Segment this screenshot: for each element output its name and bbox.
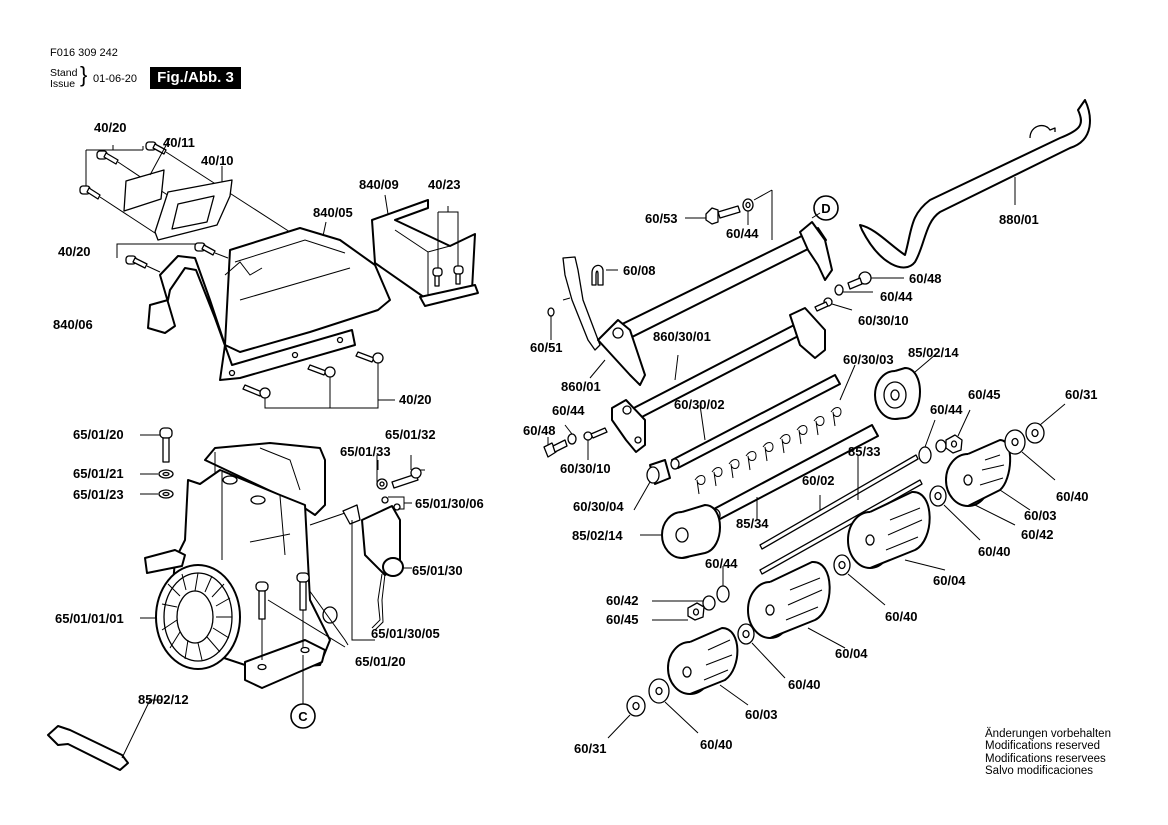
part-label: 60/08 xyxy=(623,263,656,278)
part-label: 60/40 xyxy=(978,544,1011,559)
callout-d-letter: D xyxy=(821,201,830,216)
part-label: 40/10 xyxy=(201,153,234,168)
part-label: 60/30/10 xyxy=(560,461,611,476)
part-label: 85/02/12 xyxy=(138,692,189,707)
part-label: 85/33 xyxy=(848,444,881,459)
part-label: 40/20 xyxy=(94,120,127,135)
note-es: Salvo modificaciones xyxy=(985,765,1094,778)
callout-c-letter: C xyxy=(298,709,308,724)
part-label: 860/30/01 xyxy=(653,329,711,344)
part-label: 60/44 xyxy=(726,226,759,241)
part-label: 60/02 xyxy=(802,473,835,488)
part-label: 60/44 xyxy=(930,402,963,417)
part-label: 60/30/03 xyxy=(843,352,894,367)
part-label: 60/30/02 xyxy=(674,397,725,412)
part-label: 85/34 xyxy=(736,516,769,531)
screw-icon xyxy=(242,384,271,399)
screw-icon xyxy=(194,242,216,256)
part-label: 840/06 xyxy=(53,317,93,332)
part-label: 60/48 xyxy=(909,271,942,286)
issue-label: Issue xyxy=(50,78,76,90)
document-number: F016 309 242 xyxy=(50,47,118,59)
part-label: 60/48 xyxy=(523,423,556,438)
note-en: Modifications reserved xyxy=(985,740,1101,753)
stand-label: Stand xyxy=(50,67,78,79)
note-de: Änderungen vorbehalten xyxy=(985,728,1111,740)
part-label: 840/05 xyxy=(313,205,353,220)
part-label: 65/01/01/01 xyxy=(55,611,124,626)
screw-icon xyxy=(355,351,384,364)
part-label: 65/01/20 xyxy=(73,427,124,442)
part-label: 65/01/30 xyxy=(412,563,463,578)
part-label: 65/01/20 xyxy=(355,654,406,669)
part-label: 60/45 xyxy=(968,387,1001,402)
part-label: 60/31 xyxy=(1065,387,1098,402)
screw-icon xyxy=(125,255,148,269)
part-label: 60/04 xyxy=(835,646,868,661)
callout-d-circle xyxy=(813,195,839,221)
part-label: 860/01 xyxy=(561,379,601,394)
engine-drawing: C xyxy=(47,427,425,771)
part-label: 60/31 xyxy=(574,741,607,756)
figure-label: Fig./Abb. 3 xyxy=(150,67,241,89)
part-label: 60/30/04 xyxy=(573,499,624,514)
issue-date: 01-06-20 xyxy=(93,73,138,85)
part-label: 60/03 xyxy=(1024,508,1057,523)
frame-drawing: D xyxy=(543,99,1091,460)
part-label: 60/53 xyxy=(645,211,678,226)
part-label: 60/44 xyxy=(880,289,913,304)
brace-glyph: } xyxy=(80,62,88,87)
part-label: 60/42 xyxy=(1021,527,1054,542)
part-label: 65/01/32 xyxy=(385,427,436,442)
part-label: 40/11 xyxy=(163,135,195,150)
part-label: 40/23 xyxy=(428,177,461,192)
part-label: 840/09 xyxy=(359,177,399,192)
roller-assembly-drawing xyxy=(607,354,1066,739)
guard-assembly-drawing xyxy=(79,137,479,409)
screw-icon xyxy=(307,364,336,378)
screw-icon xyxy=(79,185,101,200)
part-label: 65/01/33 xyxy=(340,444,391,459)
part-label: 60/40 xyxy=(788,677,821,692)
part-label: 880/01 xyxy=(999,212,1039,227)
part-label: 60/30/10 xyxy=(858,313,909,328)
modifications-note: Änderungen vorbehalten Modifications res… xyxy=(985,728,1111,778)
part-label: 65/01/30/05 xyxy=(371,626,440,641)
part-label: 60/40 xyxy=(1056,489,1089,504)
part-label: 65/01/21 xyxy=(73,466,124,481)
part-label: 40/20 xyxy=(399,392,432,407)
callout-c-circle xyxy=(290,703,316,729)
part-label: 60/03 xyxy=(745,707,778,722)
part-label: 40/20 xyxy=(58,244,91,259)
part-label: 60/42 xyxy=(606,593,639,608)
part-label: 60/04 xyxy=(933,573,966,588)
part-label: 60/44 xyxy=(705,556,738,571)
screw-icon xyxy=(96,150,119,165)
note-fr: Modifications reservees xyxy=(985,752,1106,765)
part-label: 60/51 xyxy=(530,340,563,355)
part-label: 60/40 xyxy=(700,737,733,752)
part-label: 85/02/14 xyxy=(572,528,623,543)
part-label: 65/01/30/06 xyxy=(415,496,484,511)
stand-issue-label: Stand Issue xyxy=(50,68,77,90)
part-label: 60/44 xyxy=(552,403,585,418)
part-label: 60/45 xyxy=(606,612,639,627)
part-label: 60/40 xyxy=(885,609,918,624)
part-label: 65/01/23 xyxy=(73,487,124,502)
part-label: 85/02/14 xyxy=(908,345,959,360)
